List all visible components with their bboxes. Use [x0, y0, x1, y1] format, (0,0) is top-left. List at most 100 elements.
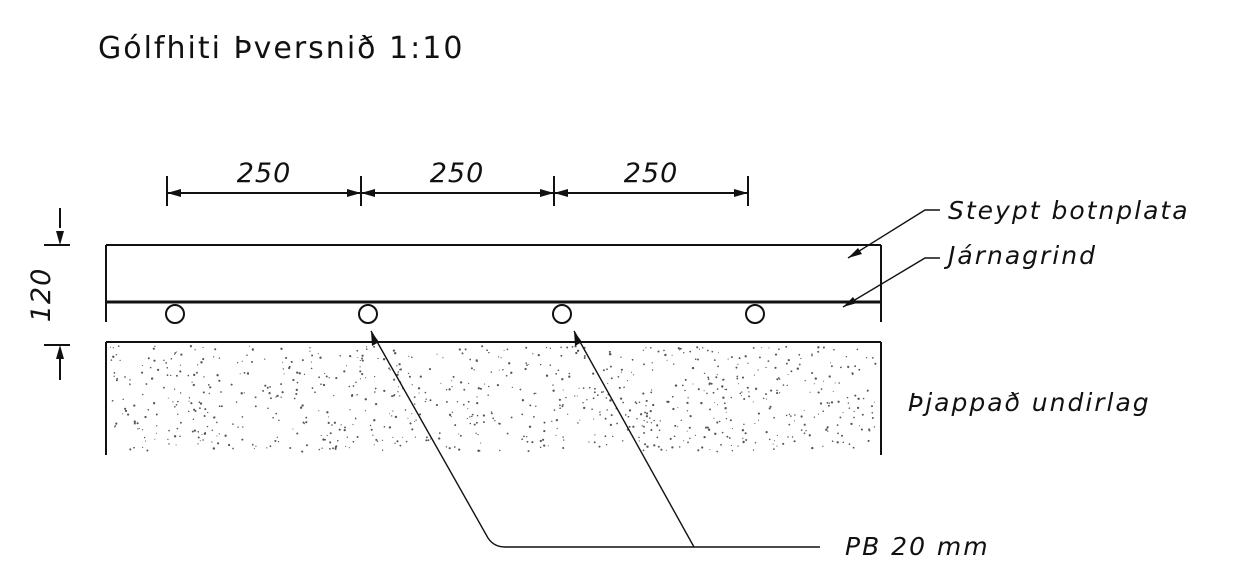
stipple-dot	[407, 417, 409, 419]
stipple-dot	[268, 391, 271, 395]
stipple-dot	[428, 368, 432, 371]
stipple-dot	[372, 434, 374, 436]
stipple-dot	[761, 347, 763, 349]
stipple-dot	[348, 447, 350, 449]
stipple-dot	[392, 349, 396, 352]
stipple-dot	[280, 347, 283, 350]
stipple-dot	[166, 366, 169, 369]
stipple-dot	[359, 378, 361, 380]
stipple-dot	[737, 383, 739, 385]
stipple-dot	[664, 353, 667, 357]
stipple-dot	[856, 348, 859, 351]
stipple-dot	[491, 412, 493, 415]
stipple-dot	[492, 417, 495, 420]
stipple-dot	[667, 400, 670, 404]
stipple-dot	[586, 399, 588, 401]
stipple-dot	[235, 401, 238, 403]
stipple-dot	[411, 356, 413, 359]
stipple-dot	[345, 445, 347, 448]
stipple-dot	[506, 348, 509, 351]
stipple-dot	[777, 377, 780, 379]
stipple-dot	[697, 358, 699, 361]
stipple-dot	[617, 376, 620, 378]
stipple-dot	[706, 349, 709, 352]
stipple-dot	[722, 378, 725, 381]
stipple-dot	[482, 414, 486, 417]
stipple-dot	[112, 355, 115, 358]
stipple-dot	[735, 366, 738, 369]
stipple-dot	[717, 352, 719, 354]
stipple-dot	[269, 397, 272, 400]
stipple-dot	[187, 374, 190, 377]
stipple-dot	[366, 348, 368, 350]
stipple-dot	[344, 426, 346, 429]
stipple-dot	[623, 386, 625, 389]
stipple-dot	[539, 439, 542, 443]
stipple-dot	[800, 415, 803, 418]
stipple-dot	[621, 440, 624, 442]
stipple-dot	[612, 435, 614, 438]
stipple-dot	[703, 390, 705, 392]
stipple-dot	[830, 401, 834, 404]
stipple-dot	[645, 412, 649, 415]
stipple-dot	[811, 354, 813, 357]
stipple-dot	[672, 363, 675, 365]
stipple-dot	[828, 375, 831, 378]
stipple-dot	[388, 367, 390, 370]
stipple-dot	[871, 417, 874, 419]
stipple-dot	[697, 449, 700, 452]
stipple-dot	[762, 397, 765, 400]
stipple-dot	[141, 365, 143, 367]
stipple-dot	[487, 385, 490, 388]
stipple-dot	[325, 375, 328, 378]
dimension-arrow	[56, 231, 64, 245]
stipple-dot	[415, 419, 417, 421]
stipple-dot	[707, 378, 710, 381]
stipple-dot	[216, 421, 218, 424]
stipple-dot	[828, 402, 830, 404]
stipple-dot	[399, 395, 401, 397]
stipple-dot	[545, 346, 548, 349]
stipple-dot	[689, 437, 691, 439]
stipple-dot	[124, 407, 127, 410]
stipple-dot	[720, 444, 722, 446]
stipple-dot	[770, 389, 773, 392]
stipple-dot	[391, 395, 394, 398]
stipple-dot	[511, 386, 513, 389]
stipple-dot	[301, 359, 304, 362]
stipple-dot	[188, 397, 191, 399]
stipple-dot	[333, 395, 335, 397]
stipple-dot	[419, 375, 422, 378]
stipple-dot	[753, 374, 755, 376]
stipple-dot	[202, 391, 205, 394]
stipple-dot	[175, 374, 178, 377]
stipple-dot	[191, 430, 194, 433]
stipple-dot	[746, 386, 749, 389]
stipple-dot	[145, 383, 148, 385]
stipple-dot	[383, 425, 386, 428]
stipple-dot	[642, 392, 645, 395]
stipple-dot	[392, 410, 394, 412]
stipple-dot	[752, 401, 754, 403]
stipple-dot	[276, 436, 278, 438]
stipple-dot	[116, 377, 119, 380]
stipple-dot	[528, 363, 530, 365]
stipple-dot	[352, 423, 354, 426]
stipple-dot	[283, 373, 285, 375]
stipple-dot	[609, 399, 612, 402]
stipple-dot	[768, 438, 771, 441]
stipple-dot	[645, 415, 649, 418]
stipple-dot	[638, 436, 640, 439]
stipple-dot	[798, 363, 801, 366]
stipple-dot	[602, 369, 605, 372]
stipple-dot	[141, 371, 144, 374]
stipple-dot	[702, 347, 704, 349]
stipple-dot	[199, 402, 203, 405]
stipple-dot	[834, 382, 836, 384]
stipple-dot	[826, 428, 828, 430]
stipple-dot	[785, 414, 788, 417]
stipple-dot	[609, 365, 612, 368]
stipple-dot	[643, 425, 645, 428]
stipple-dot	[490, 411, 493, 413]
stipple-dot	[375, 438, 378, 441]
